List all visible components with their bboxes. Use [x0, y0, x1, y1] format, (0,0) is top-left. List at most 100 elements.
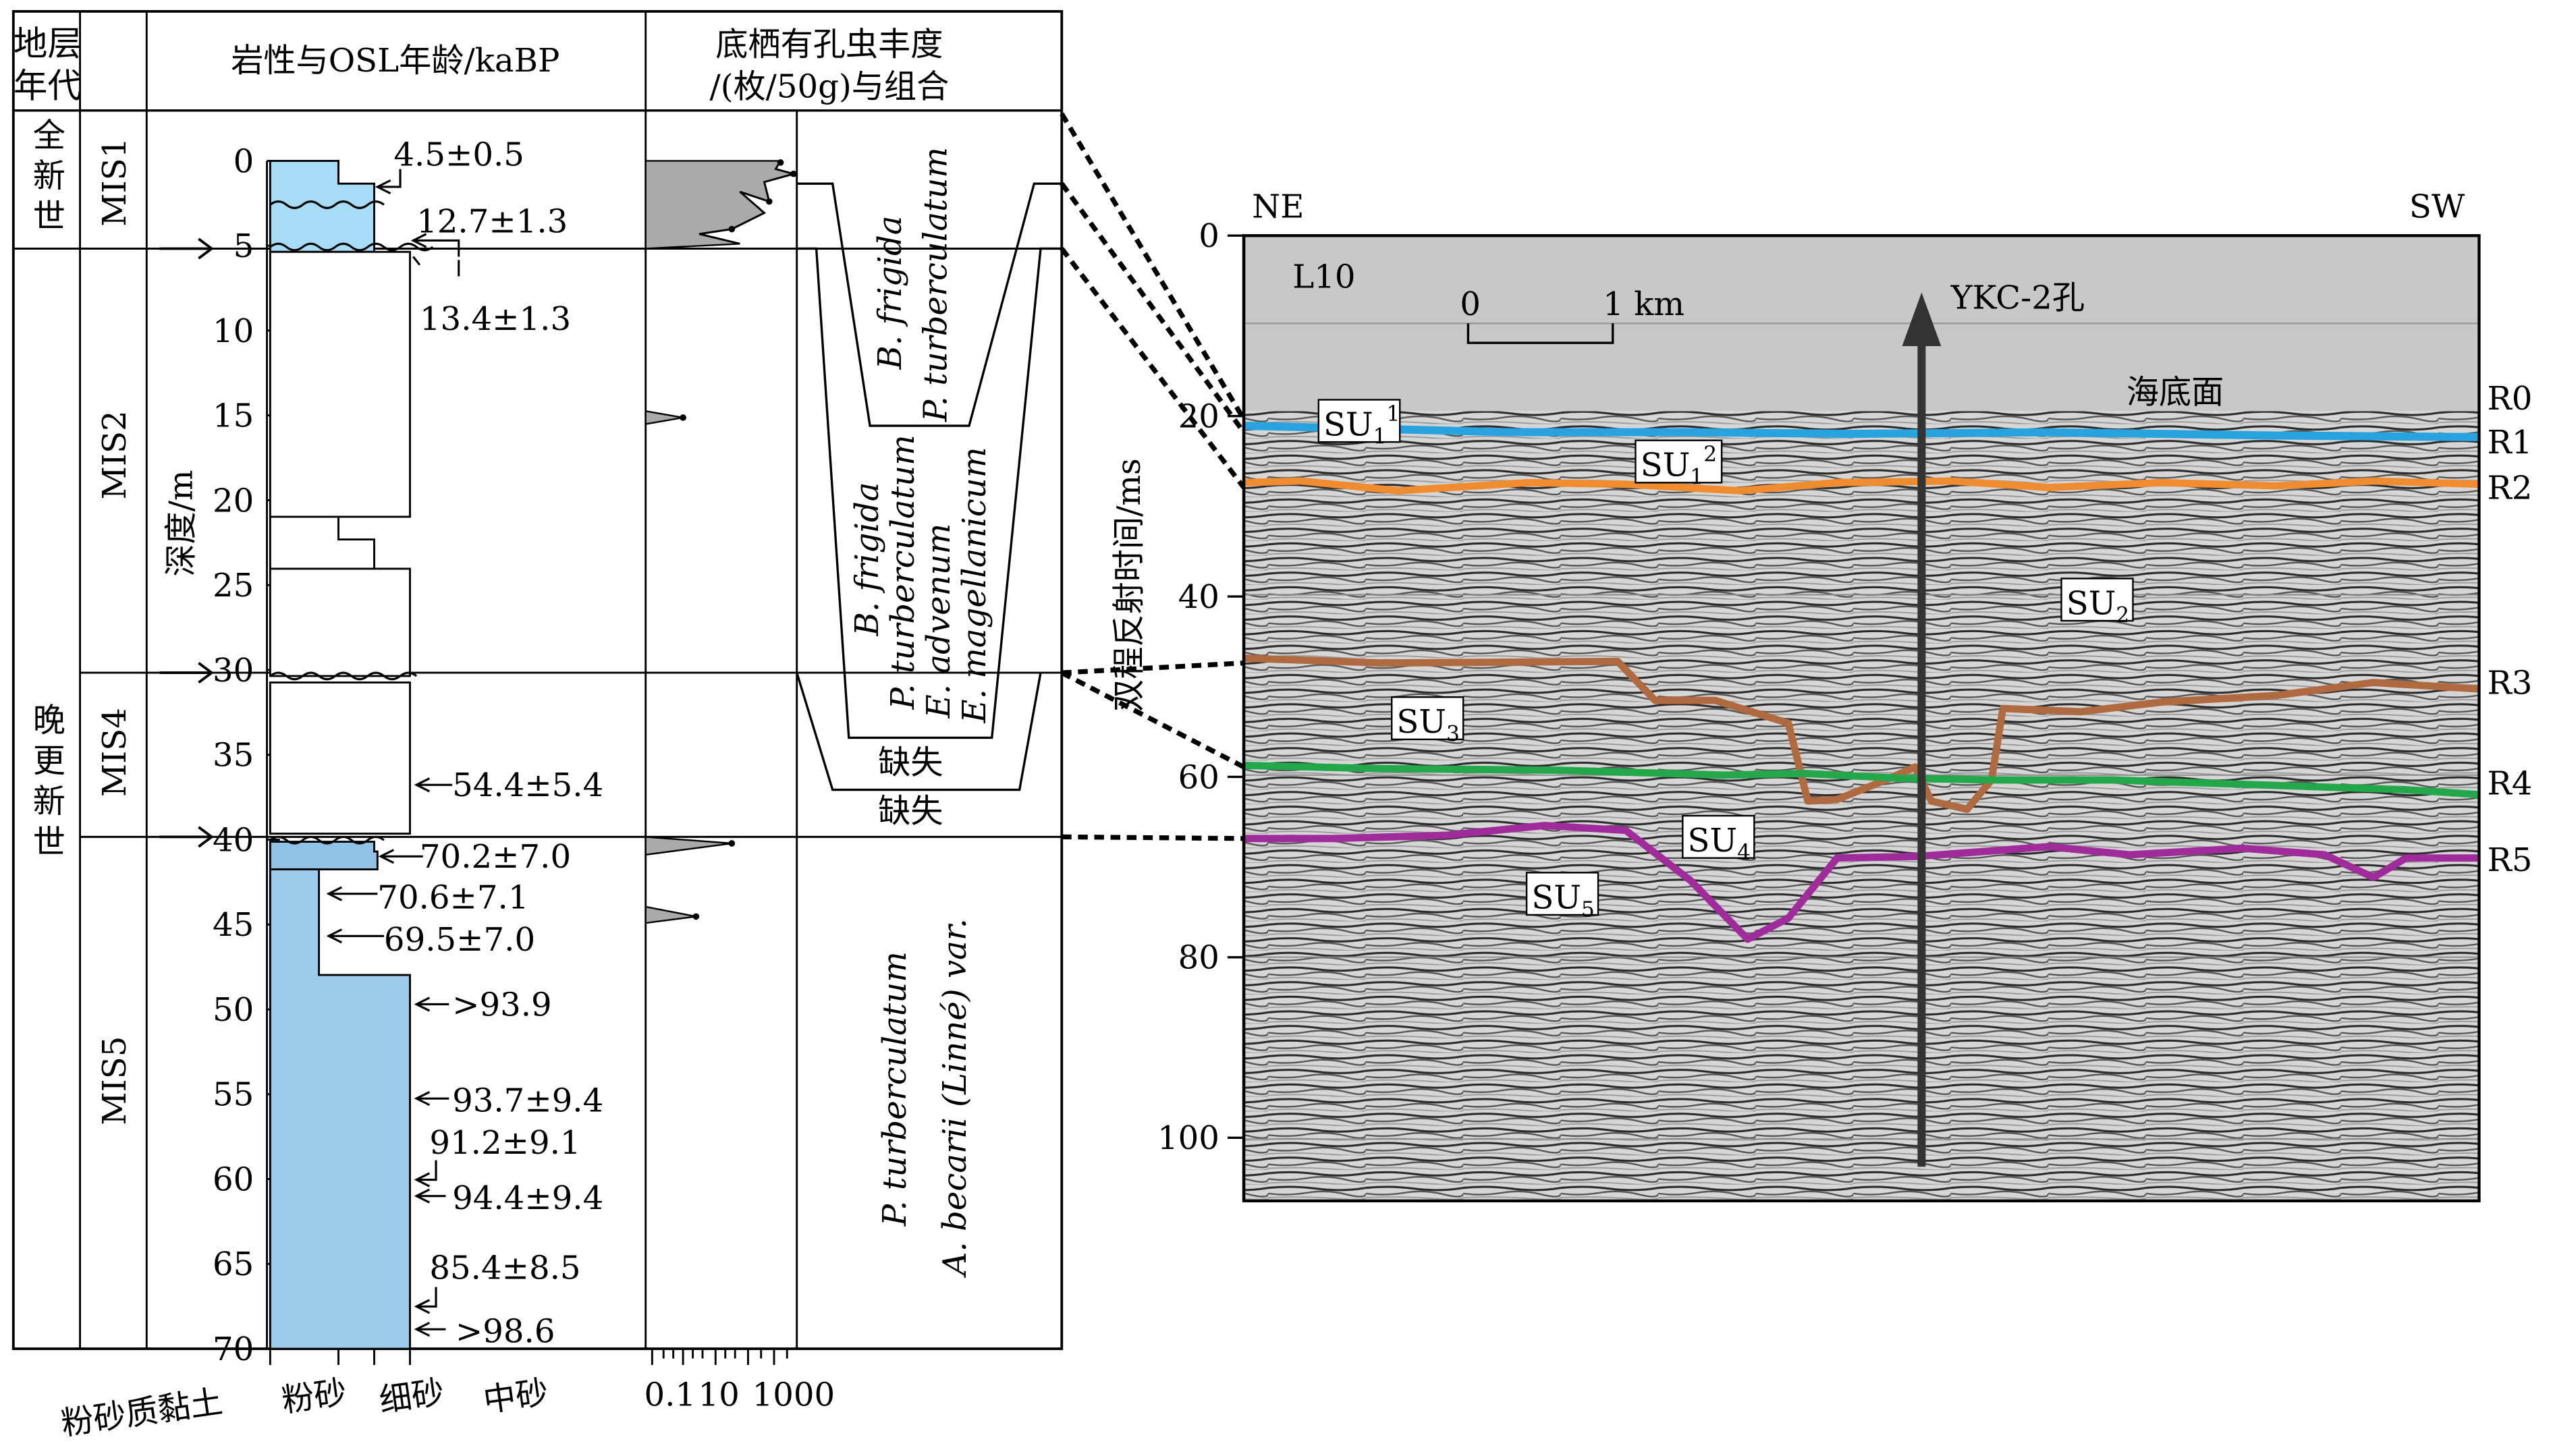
assemblage-2-species-2: P. turberculatum: [884, 435, 922, 710]
abundance-marker-3: [765, 198, 773, 205]
osl-arrows: [326, 169, 460, 1337]
lith-upper-clay: [269, 250, 411, 518]
header-foram-line1: 底栖有孔虫丰度: [715, 26, 943, 63]
grain-label-silty-clay: 粉砂质黏土: [59, 1383, 225, 1443]
osl-arrow-11: [414, 1188, 446, 1204]
correlation-line-3: [1060, 247, 1246, 489]
correlation-line-1: [1060, 112, 1246, 421]
header-lithology: 岩性与OSL年龄/kaBP: [231, 42, 559, 80]
osl-age-5: 70.2±7.0: [420, 838, 571, 876]
grain-label-fine-sand: 细砂: [377, 1373, 446, 1420]
assemblage-missing-2: 缺失: [878, 793, 943, 831]
unit-box-su2: [2060, 578, 2134, 622]
correlation-line-6: [1062, 834, 1244, 841]
osl-age-9: 93.7±9.4: [452, 1082, 603, 1119]
correlation-line-2: [1060, 182, 1246, 434]
reflector-horizons: [1243, 422, 2479, 943]
reflector-r4: [1243, 761, 2479, 799]
grain-label-medium-sand: 中砂: [481, 1373, 551, 1420]
depth-tick-label: 40: [213, 821, 254, 859]
scale-bar: 0 1 km: [1460, 285, 1684, 344]
wave-40m: [269, 835, 385, 845]
seismic-tick-label: 60: [1178, 758, 1219, 796]
abundance-tick-label-1: 0.1: [644, 1376, 696, 1413]
header-strata-line1: 地层: [13, 24, 82, 63]
osl-age-labels: 4.5±0.5 12.7±1.3 13.4±1.3 54.4±5.4 70.2±…: [377, 136, 603, 1351]
abundance-marker-4: [728, 225, 736, 233]
osl-arrow-5: [378, 849, 423, 864]
lithology-column: [269, 159, 411, 1350]
scale-bar-right: 1 km: [1603, 285, 1684, 323]
unit-su4: SU4: [1688, 822, 1751, 865]
assemblage-outlines: [796, 182, 1062, 791]
reflector-r1: [1243, 422, 2479, 441]
abundance-line-top: [698, 160, 798, 245]
assemblage-2-species-4: E. magellanicum: [956, 447, 993, 724]
reflector-r3: [1243, 654, 2479, 813]
borehole-label: YKC-2孔: [1950, 279, 2085, 317]
abundance-marker-7: [692, 913, 700, 920]
abundance-axis-ticks: [651, 1349, 788, 1366]
osl-age-11: 94.4±9.4: [452, 1179, 603, 1217]
unit-su1-2: SU12: [1641, 443, 1717, 490]
seismic-section: [1244, 411, 2479, 1201]
direction-sw: SW: [2409, 188, 2465, 226]
unit-box-su1-1: [1317, 399, 1401, 443]
wave-13m: [269, 200, 385, 209]
marker-arrow-5m: [159, 237, 214, 260]
mis2-label: MIS2: [96, 410, 134, 499]
unit-box-su4: [1682, 814, 1755, 859]
epoch-late-pleistocene-char-2: 更: [33, 742, 65, 780]
osl-arrow-12: [414, 1287, 437, 1314]
osl-age-8: >93.9: [452, 986, 552, 1024]
assemblage-1-outline: [796, 182, 1062, 427]
mis5-label: MIS5: [96, 1036, 134, 1125]
assemblage-1-species-2: P. turberculatum: [916, 147, 954, 422]
unit-su4-base: SU: [1688, 822, 1738, 860]
osl-age-10: 91.2±9.1: [429, 1124, 580, 1162]
seismic-tick-label: 0: [1199, 217, 1219, 255]
direction-ne: NE: [1252, 188, 1304, 226]
reflector-label-r5: R5: [2488, 841, 2533, 879]
depth-axis-label: 深度/m: [163, 470, 200, 576]
header-strata-line2: 年代: [13, 66, 82, 106]
epoch-late-pleistocene-char-1: 晚: [33, 702, 65, 739]
reflector-label-r1: R1: [2488, 424, 2533, 461]
osl-age-1: 4.5±0.5: [393, 136, 524, 174]
mis4-label: MIS4: [96, 708, 134, 797]
scale-bar-left: 0: [1460, 285, 1481, 323]
reflector-labels: R0 R1 R2 R3 R4 R5: [2488, 380, 2533, 879]
depth-tick-label: 30: [213, 652, 254, 690]
line-name: L10: [1292, 258, 1355, 296]
reflector-label-r3: R3: [2488, 664, 2533, 702]
correlation-line-4: [1062, 661, 1244, 675]
assemblage-labels: B. frigida P. turberculatum B. frigida P…: [848, 147, 993, 1278]
osl-age-6: 70.6±7.1: [377, 878, 528, 916]
unit-su1-1: SU11: [1323, 402, 1400, 449]
abundance-markers: [680, 159, 797, 920]
grain-label-silt: 粉砂: [279, 1373, 349, 1420]
assemblage-2-species-3: E. advenum: [920, 524, 958, 719]
osl-age-2: 12.7±1.3: [416, 202, 568, 240]
seismic-tick-label: 100: [1157, 1119, 1219, 1157]
wave-30m: [269, 671, 418, 681]
assemblage-1-species-1: B. frigida: [871, 216, 909, 370]
abundance-tick-label-3: 1000: [752, 1376, 835, 1413]
depth-tick-label: 5: [234, 227, 254, 265]
osl-arrow-9: [414, 1091, 449, 1107]
epoch-holocene-char-2: 新: [33, 157, 65, 195]
osl-age-13: >98.6: [456, 1312, 555, 1350]
grain-size-ticks: [269, 1349, 411, 1366]
unit-su1-2-base: SU: [1641, 447, 1691, 484]
depth-tick-label: 65: [213, 1245, 254, 1283]
assemblage-2-base: [796, 672, 1042, 791]
unit-box-su1-2: [1635, 439, 1723, 484]
mis1-label: MIS1: [96, 138, 134, 227]
borehole-arrowhead: [1902, 292, 1942, 347]
abundance-spike-40m: [644, 836, 732, 856]
abundance-spike-15m: [644, 410, 684, 426]
depth-tick-label: 70: [213, 1331, 254, 1368]
epoch-late-pleistocene: 晚 更 新 世: [33, 702, 65, 862]
